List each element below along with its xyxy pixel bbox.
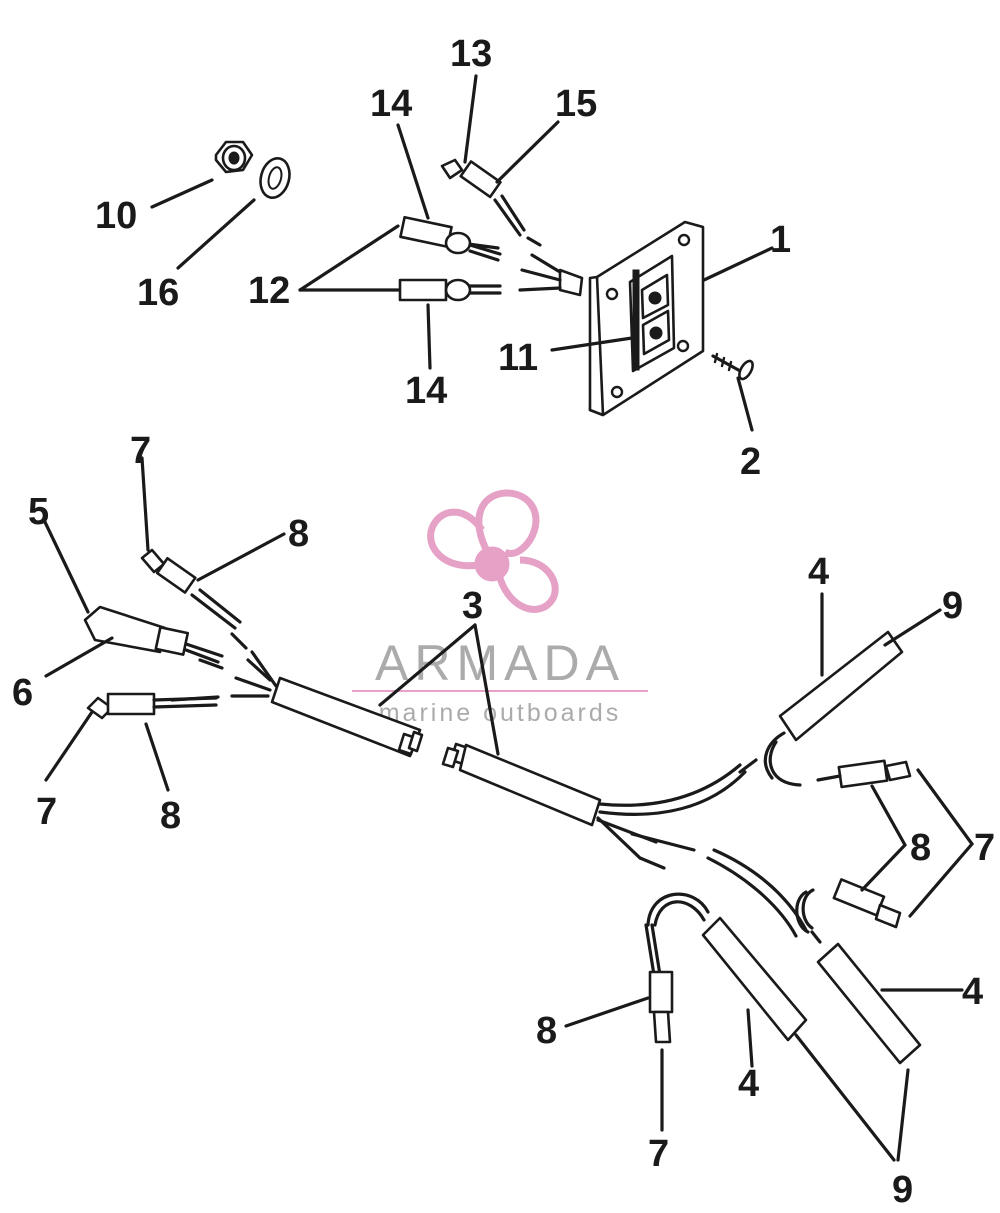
connector-13-15 xyxy=(440,158,526,237)
callout-4-lower: 4 xyxy=(738,1063,759,1105)
callout-15: 15 xyxy=(555,83,597,125)
callout-8-lower: 8 xyxy=(536,1010,557,1052)
callout-4-upper-right: 4 xyxy=(808,551,829,593)
connector-upper-right xyxy=(738,630,904,787)
callout-8-lower-left: 8 xyxy=(160,795,181,837)
leader-lines-lower xyxy=(42,456,974,1162)
callout-4-right: 4 xyxy=(962,971,983,1013)
callout-7-right: 7 xyxy=(974,827,995,869)
callout-7-lower: 7 xyxy=(648,1133,669,1175)
callout-14-bottom: 14 xyxy=(405,370,447,412)
harness-right xyxy=(441,742,808,938)
callout-labels: 13 14 15 10 16 12 1 11 14 2 7 5 8 3 4 9 … xyxy=(12,33,995,1211)
connector-right-lower xyxy=(795,878,902,934)
watermark-logo: ARMADA marine outboards xyxy=(352,489,648,727)
callout-9-lower: 9 xyxy=(892,1169,913,1211)
watermark-subtitle: marine outboards xyxy=(379,699,622,727)
callout-10: 10 xyxy=(95,195,137,237)
connector-5-6 xyxy=(83,605,224,664)
callout-12: 12 xyxy=(248,270,290,312)
connector-right-upper xyxy=(816,759,912,789)
screw xyxy=(711,352,754,381)
callout-3: 3 xyxy=(462,585,483,627)
connector-12-top xyxy=(399,215,502,262)
watermark-title: ARMADA xyxy=(375,635,625,691)
connector-lower-right xyxy=(810,930,922,1065)
callout-1: 1 xyxy=(770,219,791,261)
callout-6: 6 xyxy=(12,672,33,714)
propeller-icon xyxy=(427,489,559,613)
connector-lower-left xyxy=(86,692,218,720)
callout-14-top: 14 xyxy=(370,83,412,125)
callout-5: 5 xyxy=(28,491,49,533)
callout-9-upper-right: 9 xyxy=(942,585,963,627)
connector-upper-left xyxy=(140,548,242,630)
callout-11: 11 xyxy=(498,337,538,379)
connector-lower-middle xyxy=(644,892,808,1044)
leader-lines-upper xyxy=(150,74,774,432)
callout-8-right: 8 xyxy=(910,827,931,869)
washer xyxy=(259,157,291,199)
rocker-switch xyxy=(628,254,676,373)
switch-panel xyxy=(588,220,705,417)
callout-7-upper-left: 7 xyxy=(130,430,151,472)
connector-12-bottom xyxy=(398,278,502,302)
callout-7-lower-left: 7 xyxy=(36,791,57,833)
callout-13: 13 xyxy=(450,33,492,75)
callout-2: 2 xyxy=(740,441,761,483)
callout-16: 16 xyxy=(137,272,179,314)
callout-8-upper-left: 8 xyxy=(288,513,309,555)
hex-nut xyxy=(214,140,254,174)
